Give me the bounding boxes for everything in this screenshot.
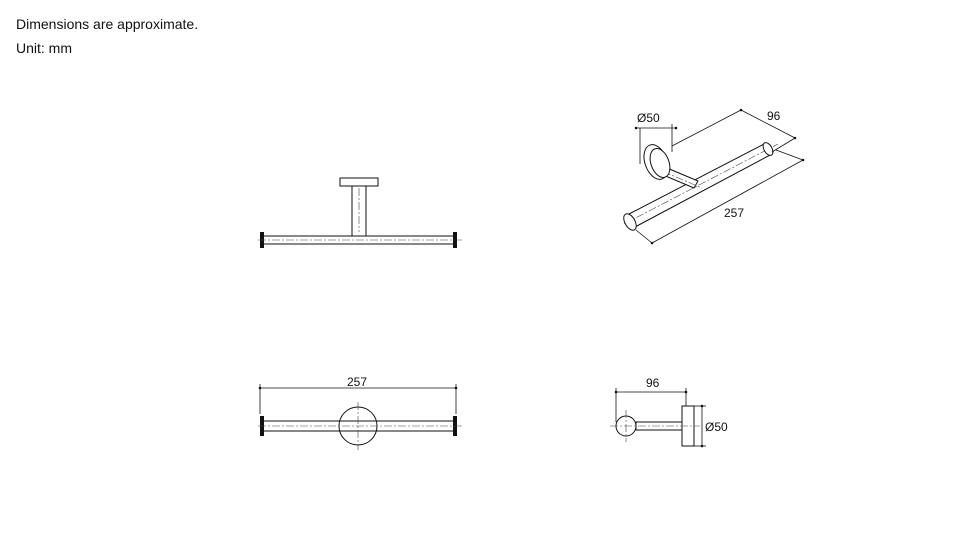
iso-length-label: 257	[724, 206, 744, 220]
wall-flange	[339, 177, 379, 187]
top-view: 257	[258, 375, 462, 450]
top-length-label: 257	[347, 375, 367, 389]
front-view	[258, 177, 462, 248]
iso-bar-end	[623, 213, 637, 231]
iso-depth-label: 96	[767, 109, 781, 123]
isometric-view: Ø50 96 257	[623, 108, 805, 245]
unit-note: Unit: mm	[16, 40, 72, 56]
side-diameter-label: Ø50	[705, 420, 728, 434]
approximate-note: Dimensions are approximate.	[16, 16, 199, 32]
side-depth-label: 96	[646, 376, 660, 390]
drawing-notes: Dimensions are approximate. Unit: mm	[16, 12, 198, 60]
iso-diameter-label: Ø50	[637, 111, 660, 125]
side-view: 96 Ø50	[610, 376, 728, 448]
